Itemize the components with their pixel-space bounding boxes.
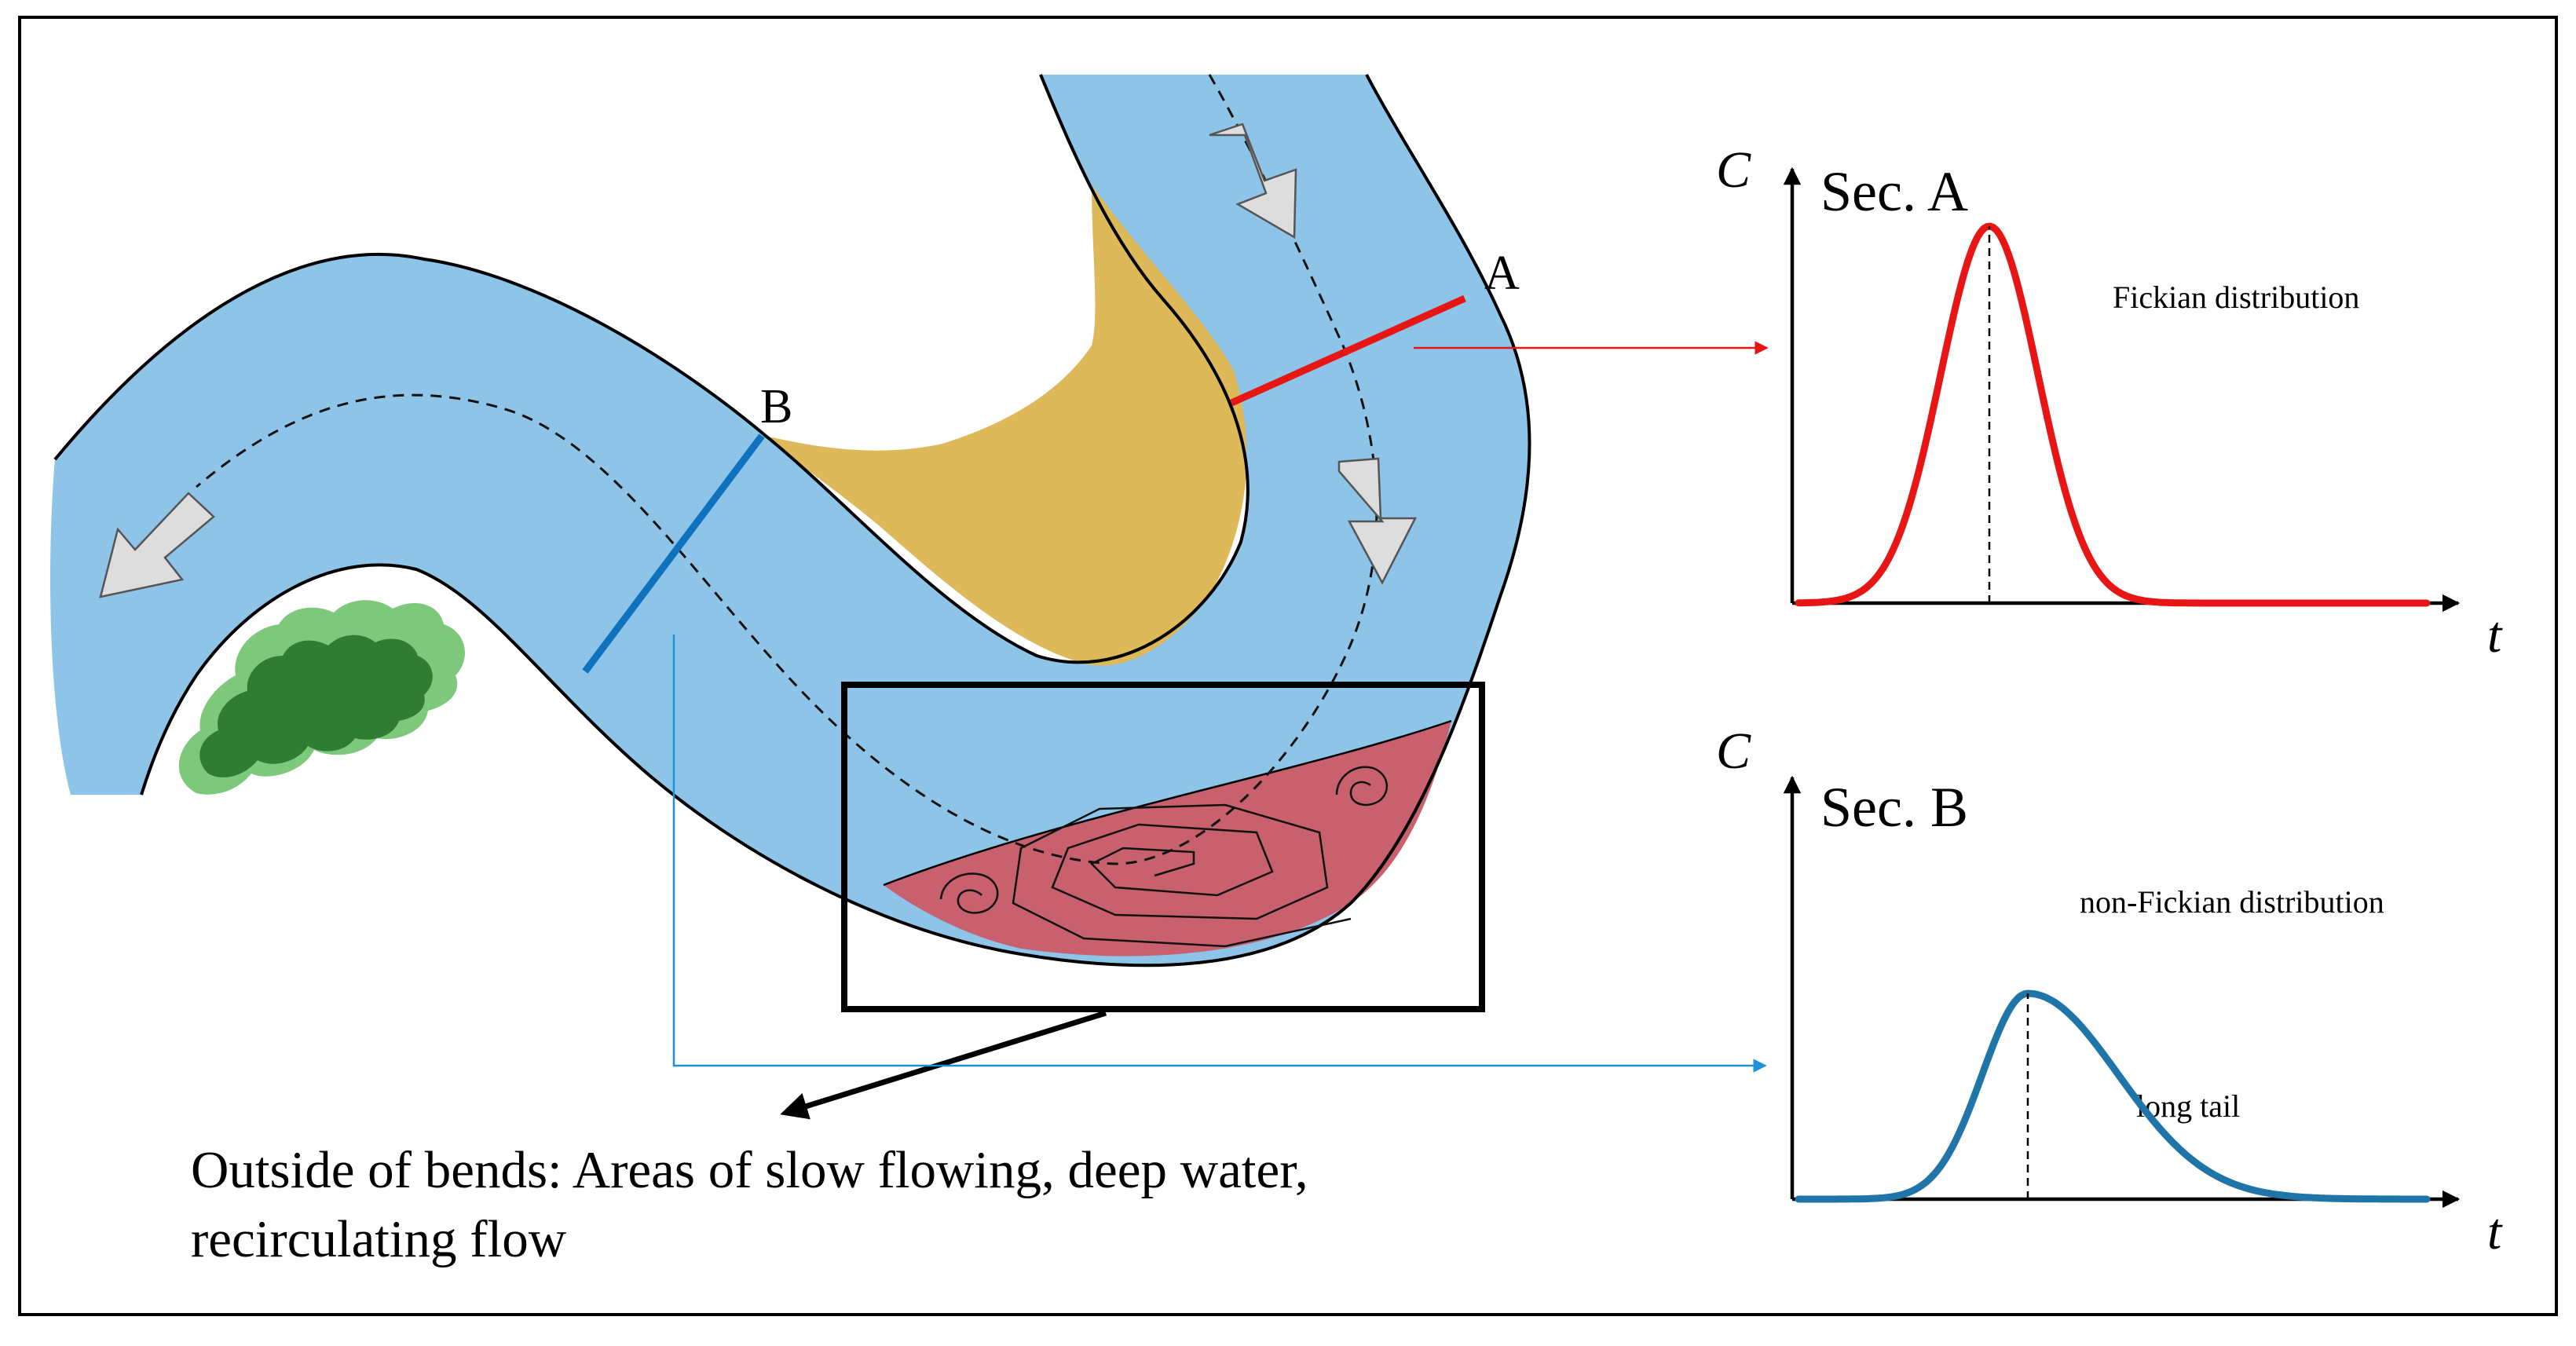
section-b-label: B [760, 380, 792, 433]
recirculation-eddies [939, 766, 1389, 948]
outer-bend-pool [884, 721, 1451, 956]
chart-sec-a: C t Sec. A Fickian distribution [1716, 141, 2503, 664]
callout-line-2: recirculating flow [191, 1210, 567, 1268]
callout-arrow [780, 1010, 1107, 1120]
river-channel [50, 75, 1530, 966]
chart-b-curve [1795, 989, 2431, 1203]
point-bar [766, 185, 1247, 666]
pool-boundary [883, 719, 1452, 887]
chart-sec-b: C t Sec. B non-Fickian distribution long… [1716, 722, 2503, 1260]
vegetation-core [199, 635, 433, 777]
chart-a-y-label: C [1716, 141, 1751, 199]
chart-b-annotation: non-Fickian distribution [2080, 884, 2384, 920]
section-b-connector [672, 635, 1767, 1073]
flow-arrow-upper [1209, 123, 1297, 240]
chart-a-curve [1795, 222, 2431, 607]
flow-arrow-lower [1337, 457, 1418, 585]
figure-frame [18, 16, 2558, 1316]
chart-a-annotation: Fickian distribution [2113, 280, 2359, 315]
large-eddy-spiral [1012, 803, 1352, 948]
river-upper-bank [53, 74, 1250, 664]
outer-bend-highlight-box [841, 682, 1485, 1012]
flow-arrows [99, 123, 1418, 598]
section-a-label: A [1484, 247, 1520, 300]
callout-line-1: Outside of bends: Areas of slow flowing,… [191, 1141, 1308, 1199]
section-b-line [582, 433, 765, 674]
chart-a-title: Sec. A [1820, 160, 1968, 223]
river-lower-bank [140, 74, 1531, 967]
flow-arrow-left [99, 492, 215, 598]
chart-a-x-label: t [2487, 606, 2503, 664]
small-eddy-left [939, 872, 999, 914]
flow-centerline [196, 74, 1378, 865]
chart-b-y-label: C [1716, 722, 1751, 780]
section-a-line [1230, 294, 1466, 407]
chart-b-title: Sec. B [1820, 776, 1968, 839]
chart-b-x-label: t [2487, 1203, 2503, 1260]
small-eddy-right [1335, 766, 1389, 807]
vegetation-bush [178, 600, 466, 795]
